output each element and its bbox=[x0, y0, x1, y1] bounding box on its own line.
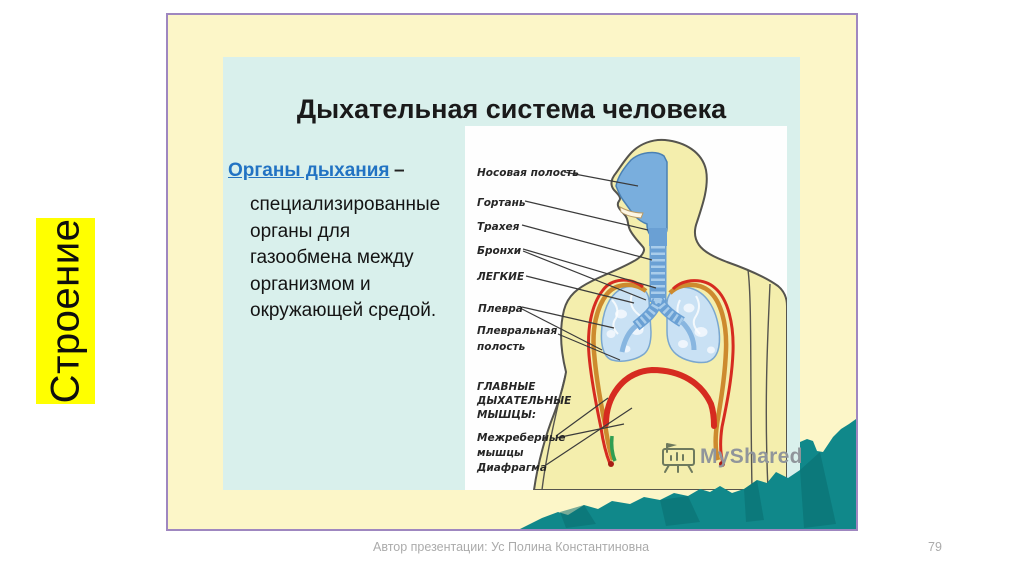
label-trachea: Трахея bbox=[477, 221, 520, 233]
diaphragm-shape bbox=[603, 366, 717, 429]
lead-block: Органы дыхания – bbox=[228, 160, 478, 182]
lead-definition: специализированные органы для газообмена… bbox=[250, 194, 441, 321]
myshared-logo-icon bbox=[662, 443, 695, 473]
label-nasal-cavity: Носовая полость bbox=[477, 167, 579, 179]
section-tag-label: Строение bbox=[43, 218, 87, 404]
section-tag: Строение bbox=[36, 218, 95, 404]
label-pleural-cavity: Плевральная полость bbox=[477, 325, 558, 353]
lead-term: Органы дыхания bbox=[228, 160, 390, 181]
slide-title: Дыхательная система человека bbox=[296, 94, 727, 124]
footer-page-number: 79 bbox=[928, 540, 942, 554]
anatomy-figure bbox=[521, 138, 787, 490]
leader-lines bbox=[521, 171, 657, 466]
watermark: MyShared bbox=[658, 440, 802, 474]
teal-mountain-decoration bbox=[518, 419, 856, 530]
red-tip-left bbox=[608, 461, 614, 467]
bronchi-shape bbox=[619, 297, 697, 353]
lead-dash: – bbox=[393, 160, 405, 181]
label-larynx: Гортань bbox=[477, 197, 526, 209]
label-diaphragm: Диафрагма bbox=[477, 462, 547, 474]
pleura-green-tip bbox=[609, 435, 617, 462]
label-bronchi: Бронхи bbox=[477, 245, 522, 257]
label-pleura: Плевра bbox=[478, 303, 523, 315]
label-intercostal-muscles: Межреберные мышцы bbox=[477, 432, 566, 459]
body-contour-lines bbox=[541, 269, 771, 490]
pleural-red-lining bbox=[587, 278, 735, 465]
red-tip-right bbox=[719, 461, 725, 467]
pleura-shape bbox=[591, 282, 729, 461]
label-lungs: ЛЕГКИЕ bbox=[477, 271, 525, 283]
mouth-shape bbox=[619, 206, 644, 219]
watermark-text: MyShared bbox=[700, 445, 803, 468]
label-main-breathing-muscles: ГЛАВНЫЕ ДЫХАТЕЛЬНЫЕ МЫШЦЫ: bbox=[477, 381, 572, 421]
larynx-shape bbox=[649, 228, 667, 246]
footer-author: Автор презентации: Ус Полина Константино… bbox=[373, 540, 650, 554]
